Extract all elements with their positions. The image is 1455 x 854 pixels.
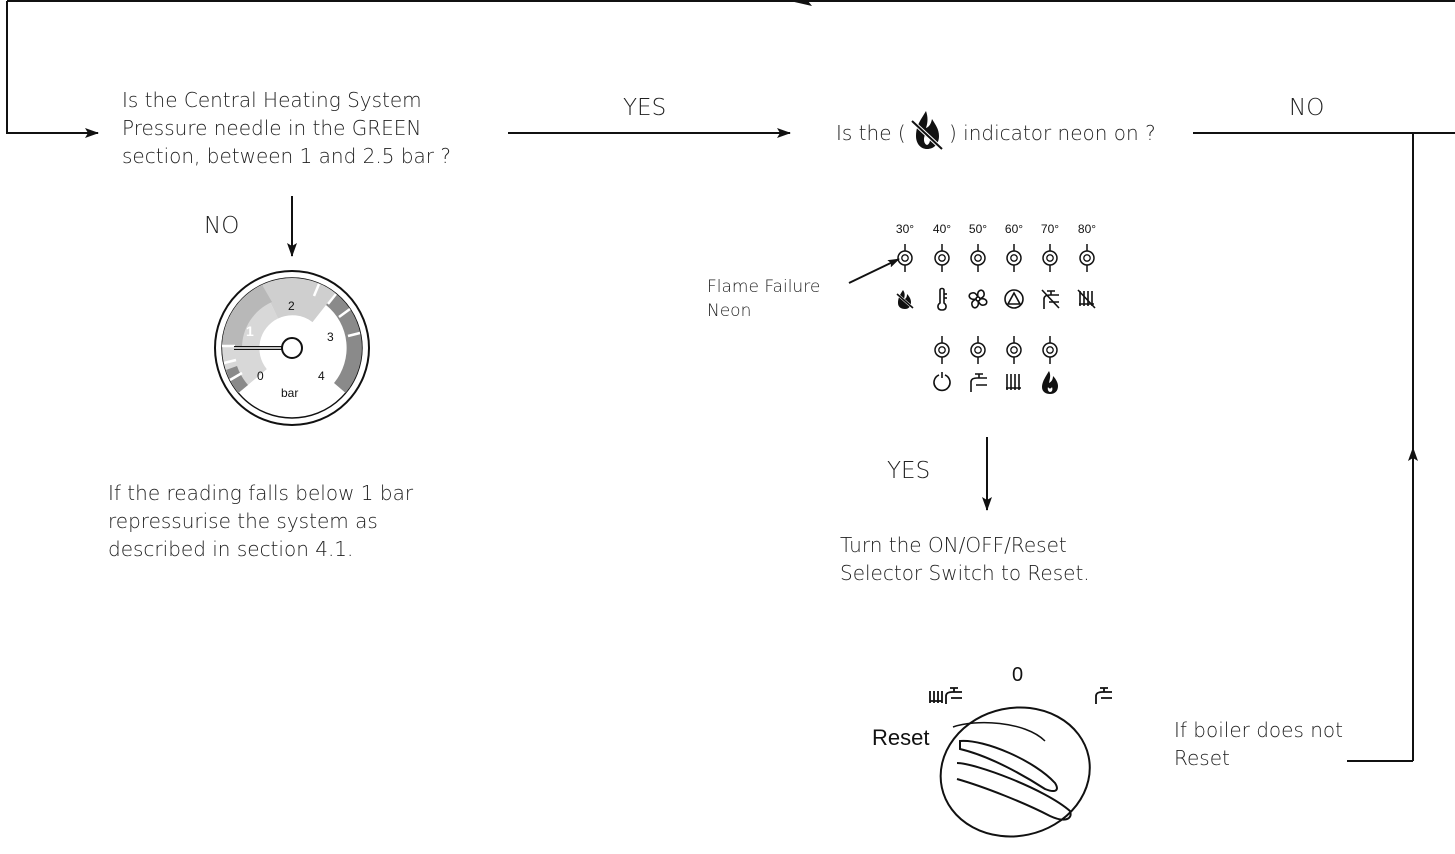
power-icon [933,372,951,392]
temp-label: 30° [896,222,914,236]
gauge-mid-band [222,284,272,348]
flame-failure-line-1: Flame Failure [707,277,821,297]
neon-indicator [897,244,913,272]
turn-reset-line-1: Turn the ON/OFF/Reset [840,533,1067,557]
tap-icon-right [1095,687,1112,704]
neon-indicator [934,244,950,272]
no-reset-line-1: If boiler does not [1174,718,1343,742]
repressurise-line-1: If the reading falls below 1 bar [108,481,414,505]
pressure-question-line-2: Pressure needle in the GREEN [122,116,422,140]
no-reset-note: If boiler does not Reset [1174,716,1343,772]
temp-label: 60° [1005,222,1023,236]
neon-pointer-arrow [848,258,900,284]
neon-indicator [1006,244,1022,272]
gauge-needle-hub [281,337,303,359]
gauge-dark-band [326,293,362,393]
yes-label-1: YES [623,95,667,121]
no-reset-line-2: Reset [1174,746,1230,770]
radiator-crossed-icon [1077,289,1096,309]
neon-question-suffix: ) indicator neon on ? [949,121,1156,145]
neon-question-prefix: Is the ( [836,121,906,145]
pressure-question-line-3: section, between 1 and 2.5 bar ? [122,144,451,168]
flame-crossed-icon [896,290,914,309]
radiator-icon [929,691,943,703]
pressure-question-line-1: Is the Central Heating System [122,88,422,112]
flame-icon [1042,371,1058,394]
pressure-question: Is the Central Heating System Pressure n… [122,86,451,170]
temp-label: 70° [1041,222,1059,236]
pump-icon [1004,289,1024,309]
tap-icon [945,687,962,704]
repressurise-line-3: described in section 4.1. [108,537,354,561]
radiator-icon [1006,374,1021,390]
gauge-tick-1: 1 [246,323,254,339]
neon-indicator [934,336,950,364]
selector-reset-label: Reset [872,725,930,750]
turn-reset-instruction: Turn the ON/OFF/Reset Selector Switch to… [840,531,1090,587]
gauge-unit: bar [281,386,299,400]
pressure-gauge [214,270,370,426]
flame-failure-line-2: Neon [707,301,752,321]
gauge-tick-0: 0 [257,369,264,383]
selector-zero-label: 0 [1012,664,1024,686]
temp-label: 80° [1078,222,1096,236]
turn-reset-line-2: Selector Switch to Reset. [840,561,1090,585]
yes-label-2: YES [887,458,931,484]
thermometer-icon [937,287,947,311]
neon-indicator [970,336,986,364]
no-label-down: NO [204,213,240,239]
indicator-panel: 30° 40° 50° 60° 70° 80° [896,222,1096,394]
repressurise-note: If the reading falls below 1 bar repress… [108,479,413,563]
neon-indicator [1006,336,1022,364]
repressurise-line-2: repressurise the system as [108,509,378,533]
flame-failure-label: Flame Failure Neon [707,275,820,323]
no-label-right: NO [1289,95,1325,121]
tap-crossed-icon [1041,289,1060,309]
gauge-tick-4: 4 [318,369,325,383]
selector-switch [939,706,1091,838]
neon-indicator [1042,336,1058,364]
neon-indicator [970,244,986,272]
fan-icon [968,289,988,309]
gauge-tick-2: 2 [288,299,295,313]
neon-indicator [1079,244,1095,272]
temp-label: 50° [969,222,987,236]
flame-crossed-icon [910,111,944,151]
top-return-connector [6,0,1455,138]
temp-label: 40° [933,222,951,236]
neon-indicator [1042,244,1058,272]
gauge-tick-3: 3 [327,330,334,344]
tap-icon [970,373,987,392]
